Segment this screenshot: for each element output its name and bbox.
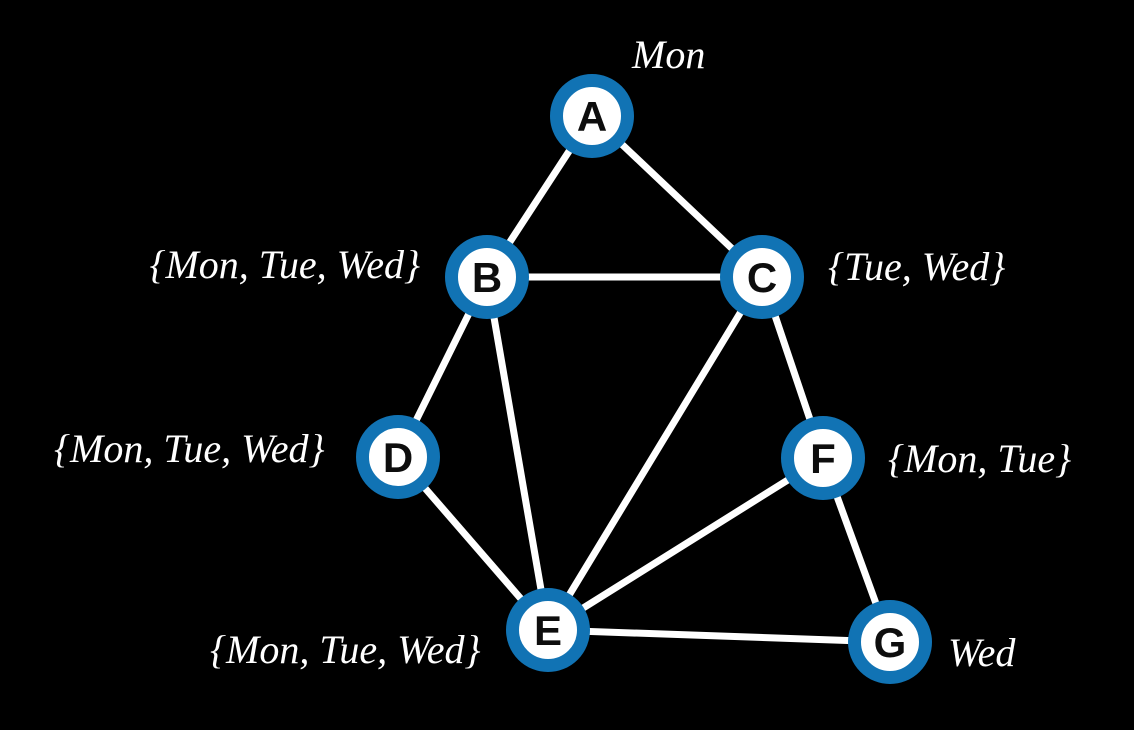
edge-E-F: [544, 454, 827, 634]
edge-C-E: [544, 273, 766, 634]
node-E-annotation: {Mon, Tue, Wed}: [210, 627, 481, 672]
node-A-circle: [550, 74, 634, 158]
node-B-annotation: {Mon, Tue, Wed}: [149, 242, 420, 287]
node-D-circle: [356, 415, 440, 499]
node-G-annotation: Wed: [948, 630, 1016, 675]
node-A-letter: A: [577, 93, 607, 140]
node-F-letter: F: [810, 435, 836, 482]
node-F-circle: [781, 416, 865, 500]
edge-B-E: [483, 273, 552, 634]
node-B-circle: [445, 235, 529, 319]
node-F: F {Mon, Tue}: [781, 416, 1071, 500]
node-D-letter: D: [383, 434, 413, 481]
node-D: D {Mon, Tue, Wed}: [54, 415, 440, 499]
node-C-letter: C: [747, 254, 777, 301]
node-G-circle: [848, 600, 932, 684]
node-D-annotation: {Mon, Tue, Wed}: [54, 426, 325, 471]
node-F-annotation: {Mon, Tue}: [888, 436, 1071, 481]
node-G-letter: G: [874, 619, 907, 666]
node-A: A Mon: [550, 32, 705, 158]
edge-E-G: [544, 626, 894, 646]
node-E: E {Mon, Tue, Wed}: [210, 588, 590, 672]
node-E-circle: [506, 588, 590, 672]
node-B: B {Mon, Tue, Wed}: [149, 235, 529, 319]
node-A-annotation: Mon: [631, 32, 705, 77]
node-G: G Wed: [848, 600, 1016, 684]
node-C-circle: [720, 235, 804, 319]
node-C: C {Tue, Wed}: [720, 235, 1005, 319]
node-C-annotation: {Tue, Wed}: [828, 244, 1005, 289]
node-B-letter: B: [472, 254, 502, 301]
node-E-letter: E: [534, 607, 562, 654]
